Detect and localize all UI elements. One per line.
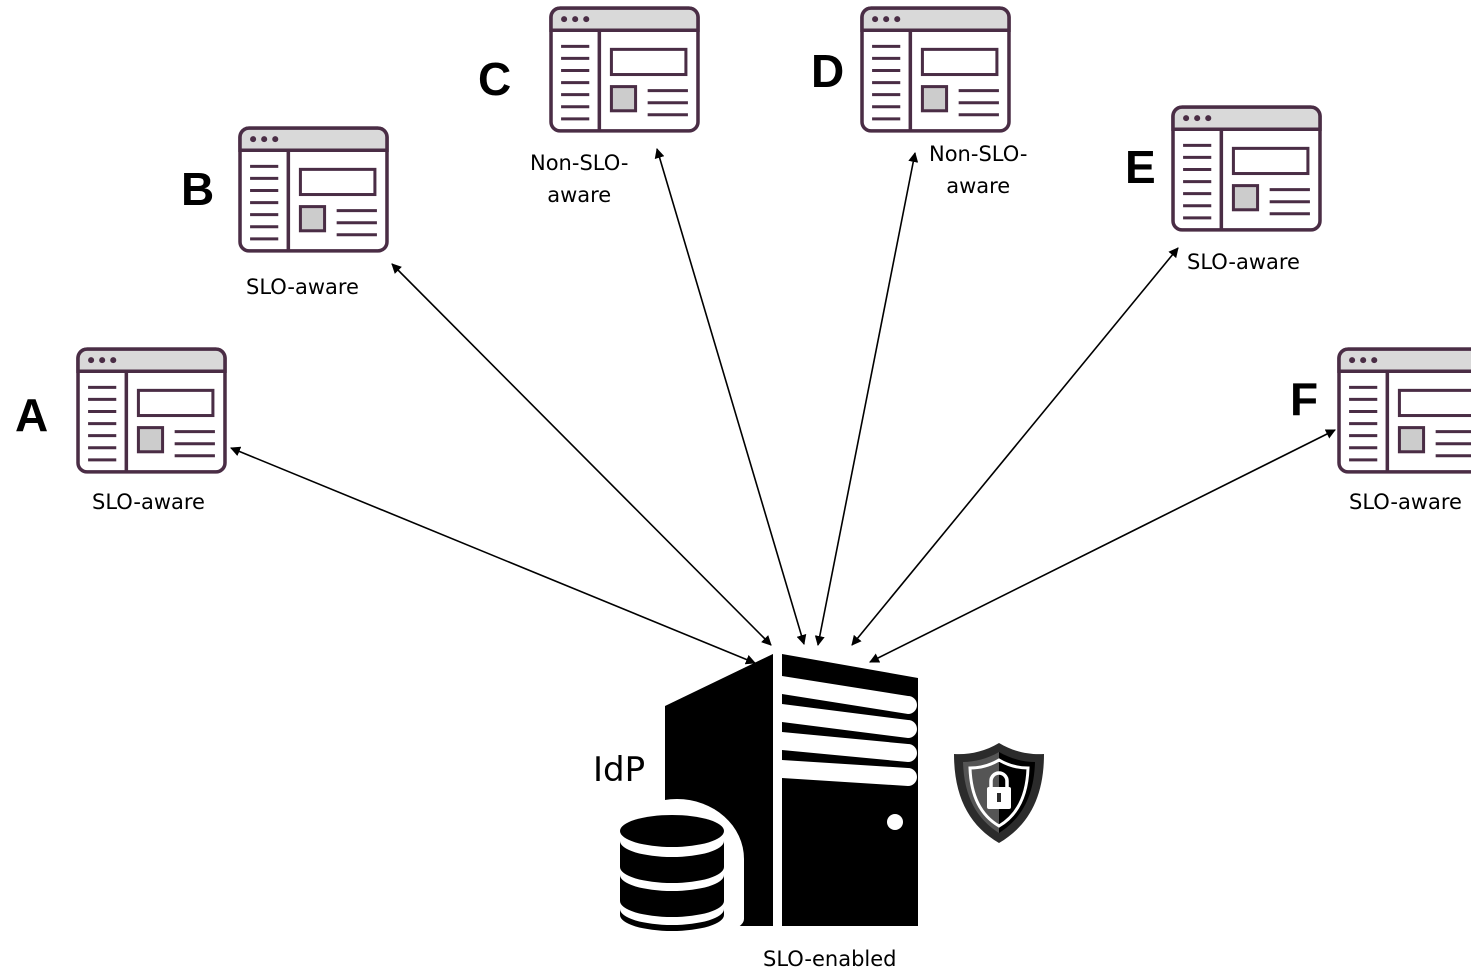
shield-lock-icon xyxy=(954,743,1044,843)
arrow-idp-e xyxy=(851,247,1179,646)
client-c-caption-line2: aware xyxy=(547,182,612,207)
client-e-caption: SLO-aware xyxy=(1187,250,1300,274)
client-b-letter: B xyxy=(181,163,215,215)
client-d-caption-line2: aware xyxy=(946,173,1011,198)
client-c-caption: Non-SLO- aware xyxy=(530,148,628,211)
idp-label: IdP xyxy=(593,750,646,790)
database-icon xyxy=(610,799,744,939)
client-a-caption: SLO-aware xyxy=(92,490,205,514)
client-d-caption: Non-SLO- aware xyxy=(929,139,1027,202)
client-f-caption: SLO-aware xyxy=(1349,490,1462,514)
client-a-letter: A xyxy=(15,389,49,441)
client-d-letter: D xyxy=(811,45,845,97)
client-d-caption-line1: Non-SLO- xyxy=(929,142,1028,166)
client-e-letter: E xyxy=(1125,141,1156,193)
idp-caption: SLO-enabled xyxy=(763,947,897,971)
arrow-idp-a xyxy=(230,446,756,665)
client-c-caption-line1: Non-SLO- xyxy=(530,151,629,175)
arrow-idp-d xyxy=(814,152,919,646)
arrow-idp-f xyxy=(869,429,1336,663)
arrow-idp-b xyxy=(391,263,772,646)
client-c-letter: C xyxy=(478,53,512,105)
arrow-idp-c xyxy=(654,148,807,645)
client-f-letter: F xyxy=(1290,373,1319,425)
client-b-caption: SLO-aware xyxy=(246,275,359,299)
